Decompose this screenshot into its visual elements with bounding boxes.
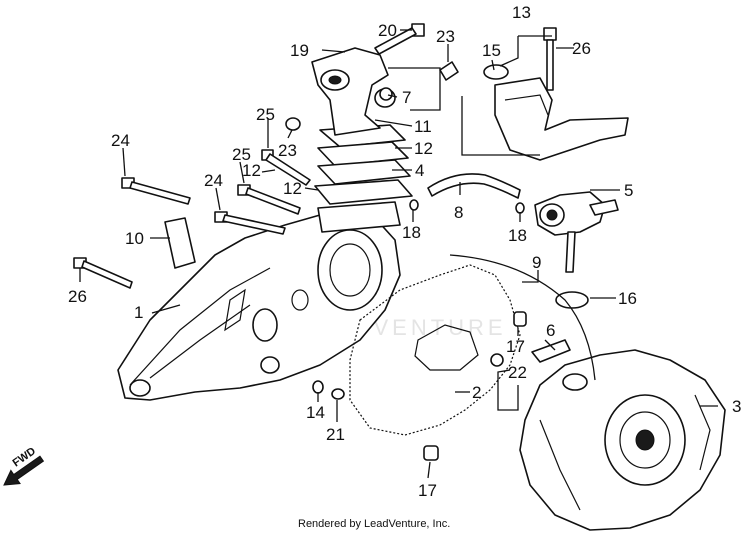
dowel-17-upper bbox=[513, 311, 527, 327]
oil-pump bbox=[534, 191, 619, 273]
plate-6 bbox=[531, 339, 571, 363]
cap-7 bbox=[379, 87, 393, 101]
callout-16: 16 bbox=[618, 289, 637, 308]
callout-4: 4 bbox=[415, 161, 424, 180]
callout-17-b: 17 bbox=[418, 481, 437, 500]
grommet-23-upper bbox=[439, 61, 459, 81]
oil-tube bbox=[449, 254, 596, 381]
callout-6: 6 bbox=[546, 321, 555, 340]
bolt-20 bbox=[374, 23, 425, 55]
nut-21 bbox=[331, 388, 345, 400]
cover-bracket bbox=[494, 77, 629, 161]
callout-24-b: 24 bbox=[204, 171, 223, 190]
o-ring bbox=[555, 291, 589, 309]
bracket bbox=[164, 217, 196, 269]
callout-17-a: 17 bbox=[506, 337, 525, 356]
reed-valve-block bbox=[317, 201, 401, 233]
callout-18-b: 18 bbox=[508, 226, 527, 245]
bolt-26-left bbox=[73, 257, 133, 289]
callout-9: 9 bbox=[532, 253, 541, 272]
callout-12-b: 12 bbox=[283, 179, 302, 198]
fwd-indicator: FWD bbox=[3, 445, 45, 486]
callout-18-a: 18 bbox=[402, 223, 421, 242]
callout-26-b: 26 bbox=[572, 39, 591, 58]
callout-24-a: 24 bbox=[111, 131, 130, 150]
callout-25-a: 25 bbox=[256, 105, 275, 124]
grommet-23-lower bbox=[285, 117, 301, 131]
callout-22: 22 bbox=[508, 363, 527, 382]
right-crankcase bbox=[519, 349, 726, 531]
callout-7: 7 bbox=[402, 88, 411, 107]
bolt-24-lower bbox=[214, 211, 286, 235]
callout-12-a: 12 bbox=[414, 139, 433, 158]
callout-12-c: 12 bbox=[242, 161, 261, 180]
bolt-24-upper bbox=[121, 177, 191, 205]
callout-19: 19 bbox=[290, 41, 309, 60]
callout-3: 3 bbox=[732, 397, 741, 416]
leader-lines bbox=[79, 29, 718, 479]
callout-20: 20 bbox=[378, 21, 397, 40]
bolt-22 bbox=[490, 353, 504, 367]
left-crankcase bbox=[117, 209, 401, 401]
callout-11: 11 bbox=[414, 117, 432, 136]
callout-23-a: 23 bbox=[436, 27, 455, 46]
bolt-25-right bbox=[261, 149, 311, 186]
bolt-25-left bbox=[237, 184, 301, 215]
bolt-26-top bbox=[543, 27, 557, 91]
render-credit: Rendered by LeadVenture, Inc. bbox=[298, 518, 450, 530]
reed-gaskets bbox=[314, 124, 413, 205]
callout-10: 10 bbox=[125, 229, 144, 248]
callout-21: 21 bbox=[326, 425, 345, 444]
clamp-15 bbox=[483, 64, 509, 80]
callout-2: 2 bbox=[472, 383, 481, 402]
oil-hose bbox=[427, 173, 521, 199]
callout-26-a: 26 bbox=[68, 287, 87, 306]
dowel-17-lower bbox=[423, 445, 439, 461]
fwd-arrow-icon bbox=[3, 455, 45, 486]
callout-5: 5 bbox=[624, 181, 633, 200]
callout-1: 1 bbox=[134, 303, 143, 322]
callout-15: 15 bbox=[482, 41, 501, 60]
callout-13: 13 bbox=[512, 3, 531, 22]
callout-labels: 1 2 3 4 5 6 7 8 9 10 11 12 12 12 13 14 1… bbox=[68, 3, 741, 500]
clip-18-right bbox=[515, 202, 525, 214]
clip-18-left bbox=[409, 199, 419, 211]
callout-25-b: 25 bbox=[232, 145, 251, 164]
callout-14: 14 bbox=[306, 403, 325, 422]
bolt-14 bbox=[312, 380, 324, 394]
callout-23-b: 23 bbox=[278, 141, 297, 160]
crankcase-gasket bbox=[349, 264, 521, 436]
callout-8: 8 bbox=[454, 203, 463, 222]
